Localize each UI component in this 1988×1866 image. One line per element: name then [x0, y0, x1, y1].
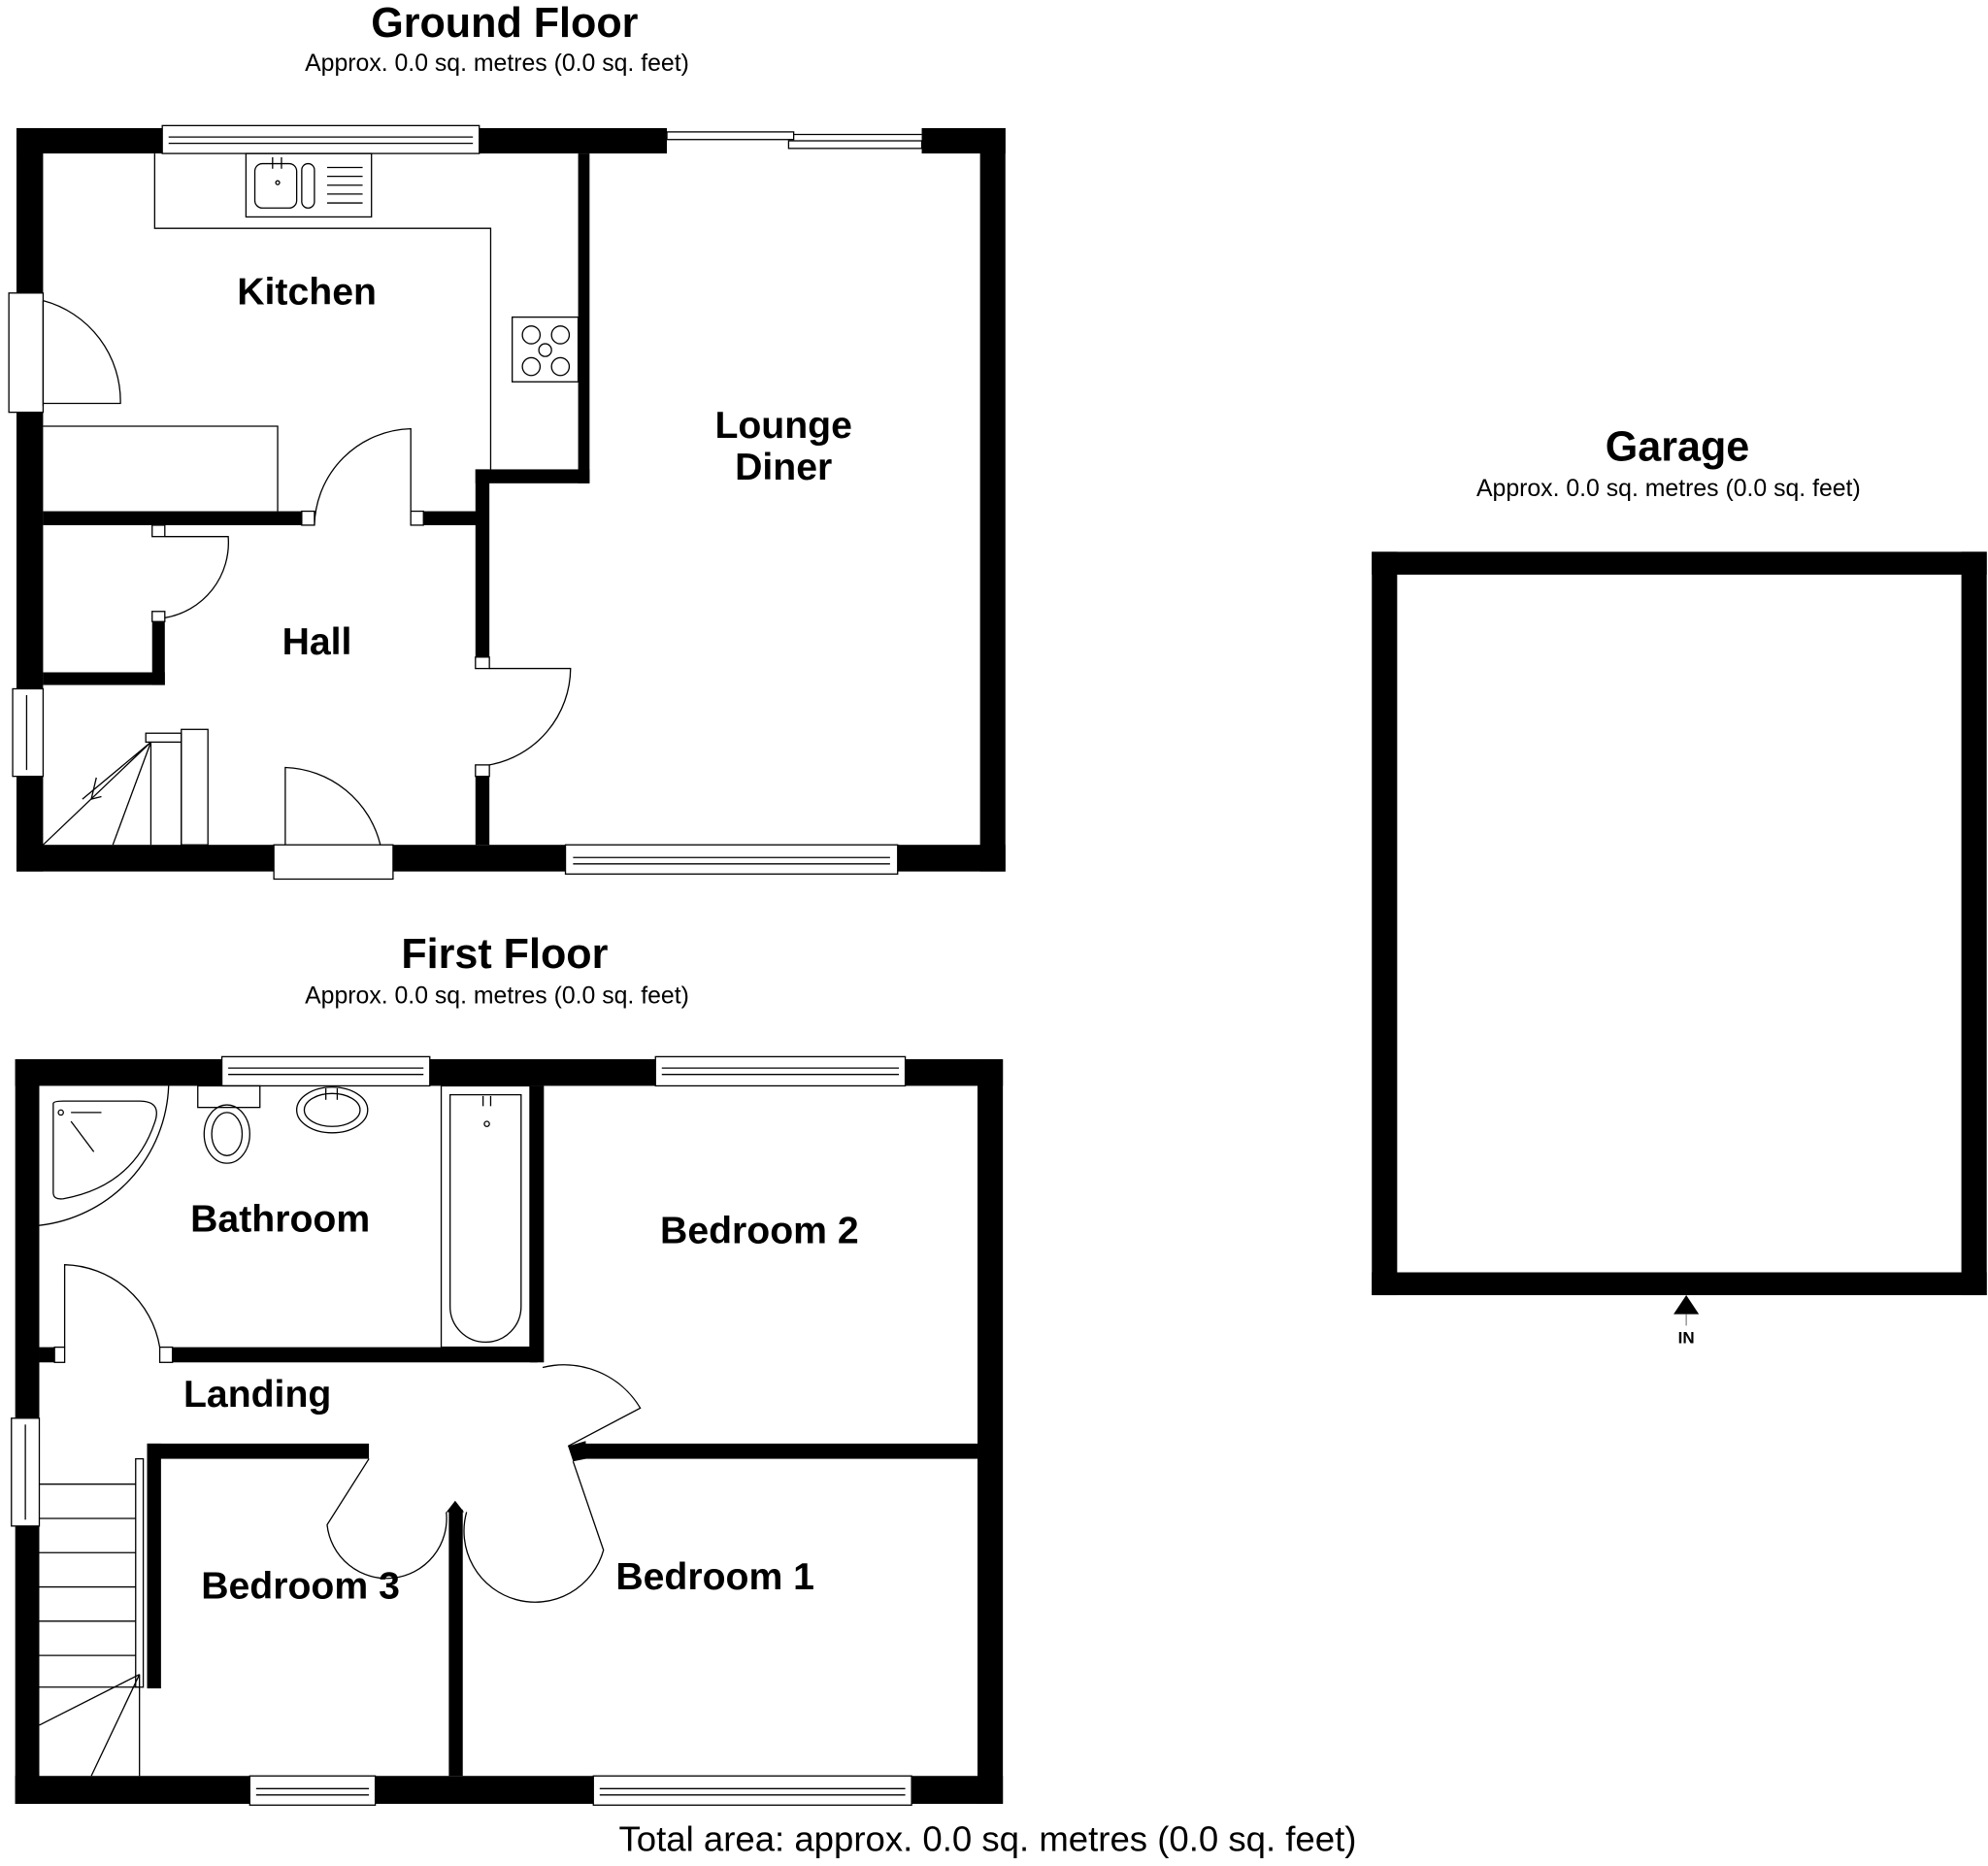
bedroom2-window — [654, 1055, 907, 1087]
bathroom-fittings — [39, 1084, 531, 1349]
garage-entrance-label: IN — [1678, 1329, 1695, 1348]
room-label-lounge-diner-2: Diner — [735, 447, 832, 488]
cupboard-door — [164, 536, 230, 618]
first-floor-windows — [11, 1055, 912, 1806]
bathroom-window — [220, 1055, 431, 1087]
bedroom1-window — [592, 1775, 912, 1806]
room-label-hall: Hall — [282, 621, 352, 663]
first-floor-title: First Floor — [401, 931, 608, 978]
room-label-bathroom: Bathroom — [190, 1199, 370, 1241]
shower-screen — [39, 1085, 170, 1226]
room-label-lounge-diner-1: Lounge — [714, 405, 851, 447]
ground-floor-walls — [16, 127, 1006, 872]
garage-area: Approx. 0.0 sq. metres (0.0 sq. feet) — [1476, 476, 1861, 502]
toilet-icon — [197, 1084, 261, 1109]
kitchen-fittings — [42, 152, 580, 512]
bathroom-door — [63, 1264, 161, 1348]
garage-title: Garage — [1606, 423, 1749, 470]
total-area: Total area: approx. 0.0 sq. metres (0.0 … — [618, 1818, 1356, 1858]
ground-floor-doors — [151, 427, 572, 881]
ground-floor-plan: Ground Floor Approx. 0.0 sq. metres (0.0… — [8, 0, 1006, 881]
first-floor-plan: First Floor Approx. 0.0 sq. metres (0.0 … — [11, 931, 1004, 1806]
bedroom1-door — [463, 1460, 605, 1603]
room-label-bedroom-2: Bedroom 2 — [660, 1210, 859, 1251]
lounge-door — [489, 667, 572, 766]
lounge-window — [564, 844, 899, 875]
ground-floor-windows — [8, 124, 923, 875]
room-label-landing: Landing — [183, 1374, 331, 1416]
ground-floor-title: Ground Floor — [371, 0, 638, 47]
sink-icon — [245, 152, 373, 218]
front-door — [284, 766, 381, 846]
basin-icon — [295, 1086, 369, 1134]
entrance-arrow-icon — [1673, 1295, 1700, 1315]
kitchen-door — [314, 427, 412, 525]
hob-icon — [512, 316, 580, 383]
ground-floor-stairs — [42, 728, 209, 846]
shower-tray-icon — [52, 1100, 157, 1200]
ground-floor-area: Approx. 0.0 sq. metres (0.0 sq. feet) — [305, 50, 689, 77]
kitchen-window — [161, 124, 480, 154]
first-floor-doors — [53, 1264, 642, 1603]
first-floor-stairs — [39, 1457, 145, 1777]
kitchen-side-door — [43, 300, 121, 405]
bedroom2-door — [542, 1364, 642, 1448]
room-label-bedroom-3: Bedroom 3 — [201, 1565, 400, 1607]
first-floor-walls — [15, 1059, 1004, 1804]
room-label-kitchen: Kitchen — [237, 272, 377, 314]
room-label-bedroom-1: Bedroom 1 — [615, 1556, 814, 1598]
bedroom3-door — [326, 1458, 447, 1580]
bedroom3-window — [248, 1775, 377, 1806]
first-floor-area: Approx. 0.0 sq. metres (0.0 sq. feet) — [305, 983, 689, 1010]
garage-plan: Garage Approx. 0.0 sq. metres (0.0 sq. f… — [1372, 423, 1987, 1348]
hall-side-window — [12, 687, 45, 778]
bath-icon — [440, 1084, 531, 1349]
